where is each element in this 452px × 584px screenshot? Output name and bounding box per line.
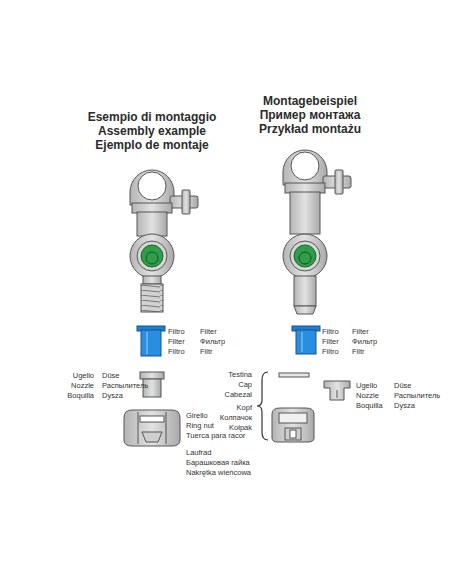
part-label: Dysza <box>102 391 123 400</box>
part-label: Cabezal <box>224 390 252 399</box>
part-label: Cap <box>238 380 252 389</box>
heading-line: Montagebeispiel <box>263 94 357 108</box>
part-label: Düse <box>102 371 120 380</box>
part-label: Boquilla <box>67 391 94 400</box>
part-label: Filter <box>352 327 369 336</box>
part-label: Girello <box>186 411 208 420</box>
part-label: Testina <box>228 370 252 379</box>
part-label: Dysza <box>394 401 415 410</box>
heading-line: Пример монтажа <box>260 108 361 122</box>
part-label: Ugello <box>356 381 377 390</box>
part-label: Filtro <box>168 347 185 356</box>
heading-line: Assembly example <box>98 124 206 138</box>
part-label: Düse <box>394 381 412 390</box>
part-label: Ugello <box>73 371 94 380</box>
part-label: Фильтр <box>352 337 377 346</box>
part-label: Ring nut <box>186 421 214 430</box>
part-label: Filter <box>200 327 217 336</box>
part-label: Nozzle <box>71 381 94 390</box>
part-label: Filter <box>322 337 339 346</box>
part-label: Nozzle <box>356 391 379 400</box>
part-label: Nakrętka wieńcowa <box>186 468 251 477</box>
part-label: Boquilla <box>356 401 383 410</box>
part-label: Filtr <box>352 347 365 356</box>
part-label: Kołpak <box>229 423 252 432</box>
part-label: Filtro <box>168 327 185 336</box>
heading-line: Ejemplo de montaje <box>95 138 208 152</box>
part-label: Filtr <box>200 347 213 356</box>
heading-line: Przykład montażu <box>259 122 361 136</box>
part-label: Барашковая гайка <box>186 458 250 467</box>
part-label: Filter <box>168 337 185 346</box>
heading-line: Esempio di montaggio <box>88 110 217 124</box>
part-label: Tuerca para racor <box>186 431 245 440</box>
part-label: Распылитель <box>394 391 440 400</box>
part-label: Колпачок <box>220 413 252 422</box>
part-label: Filtro <box>322 327 339 336</box>
part-label: Распылитель <box>102 381 148 390</box>
part-label: Фильтр <box>200 337 225 346</box>
part-label: Laufrad <box>186 448 211 457</box>
part-label: Filtro <box>322 347 339 356</box>
part-label: Kopf <box>237 403 252 412</box>
